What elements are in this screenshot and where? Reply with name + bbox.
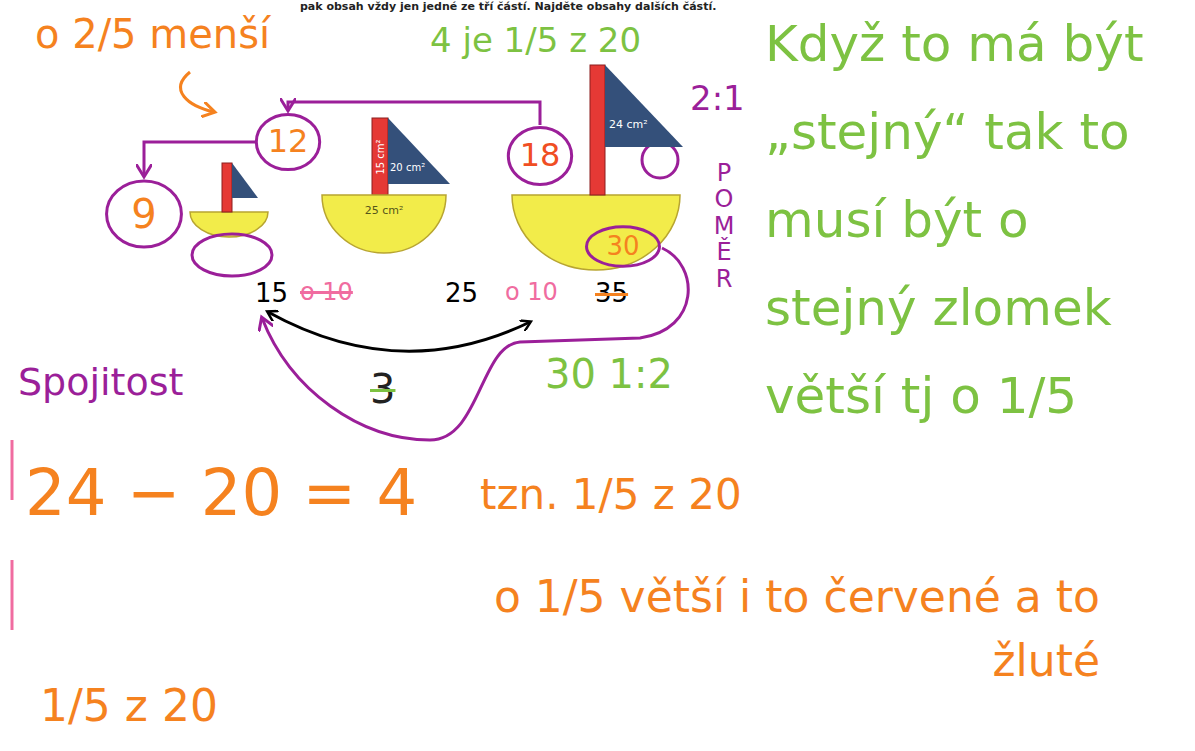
sail-triangle: 20 cm² xyxy=(388,118,450,184)
small-mast xyxy=(222,163,232,212)
note: 30 1:2 xyxy=(545,350,673,398)
cut-heading: pak obsah vždy jen jedné ze tří částí. N… xyxy=(300,0,716,13)
area-label: 18 xyxy=(520,138,561,173)
area-label: 24 cm² xyxy=(609,119,648,131)
note: 1/5 z 20 xyxy=(40,680,218,733)
note: tzn. 1/5 z 20 xyxy=(480,470,742,520)
hull-shape-outline xyxy=(322,195,446,253)
mast-box: 15 cm² xyxy=(372,118,388,195)
sail-triangle-outline xyxy=(388,118,450,184)
hull-shape: 25 cm² xyxy=(322,195,446,253)
hull-shape-fill xyxy=(322,195,446,253)
note: o 2/5 menší xyxy=(35,10,270,58)
sail-triangle: 24 cm² xyxy=(605,65,683,147)
area-label: 20 cm² xyxy=(390,162,425,173)
number: 35 xyxy=(595,278,628,309)
number: 25 xyxy=(445,278,478,309)
ring-circle-fill xyxy=(256,114,319,169)
pink-bar xyxy=(11,560,14,630)
note: o 1/5 větší i to červené a to žluté xyxy=(410,565,1100,693)
ring-circle: 18 xyxy=(507,125,573,187)
small-sail xyxy=(232,163,258,198)
equation: 24 − 20 = 4 xyxy=(25,455,417,532)
ring-circle-fill xyxy=(587,226,660,266)
note: Když to má být „stejný“ tak to musí být … xyxy=(765,0,1185,440)
sail-triangle-outline xyxy=(605,65,683,147)
large-hull xyxy=(512,195,680,270)
area-label: 30 xyxy=(606,232,639,261)
loop-arrow xyxy=(262,248,688,440)
area-label: 15 cm² xyxy=(375,139,386,174)
double-arrow-arc xyxy=(268,312,530,351)
ring-circle: 9 xyxy=(105,178,183,250)
large-mast xyxy=(590,65,605,195)
sail-triangle-fill xyxy=(605,65,683,147)
mast-box-fill xyxy=(372,118,388,195)
curved-arrow xyxy=(181,72,214,112)
area-label: 9 xyxy=(131,192,156,236)
sail-triangle-fill xyxy=(388,118,450,184)
vertical-word: POMĚR xyxy=(712,160,736,292)
note: Spojitost xyxy=(18,360,183,406)
pink-bar xyxy=(11,440,14,500)
note: 4 je 1/5 z 20 xyxy=(430,20,641,61)
empty-circle xyxy=(642,142,678,178)
difference: o 10 xyxy=(505,278,558,307)
ring-circle: 12 xyxy=(255,112,321,172)
difference: o 10 xyxy=(300,278,353,307)
ring-circle: 30 xyxy=(585,225,661,268)
connector-arrow xyxy=(288,102,540,125)
number: 3 xyxy=(370,365,395,413)
connector-arrow xyxy=(144,142,255,176)
area-label: 12 xyxy=(268,124,309,159)
hull-oval xyxy=(192,234,272,276)
ratio: 2:1 xyxy=(690,78,745,119)
ring-circle-fill xyxy=(107,181,182,247)
ring-circle-fill xyxy=(508,127,571,184)
area-label: 25 cm² xyxy=(365,205,404,217)
number: 15 xyxy=(255,278,288,309)
